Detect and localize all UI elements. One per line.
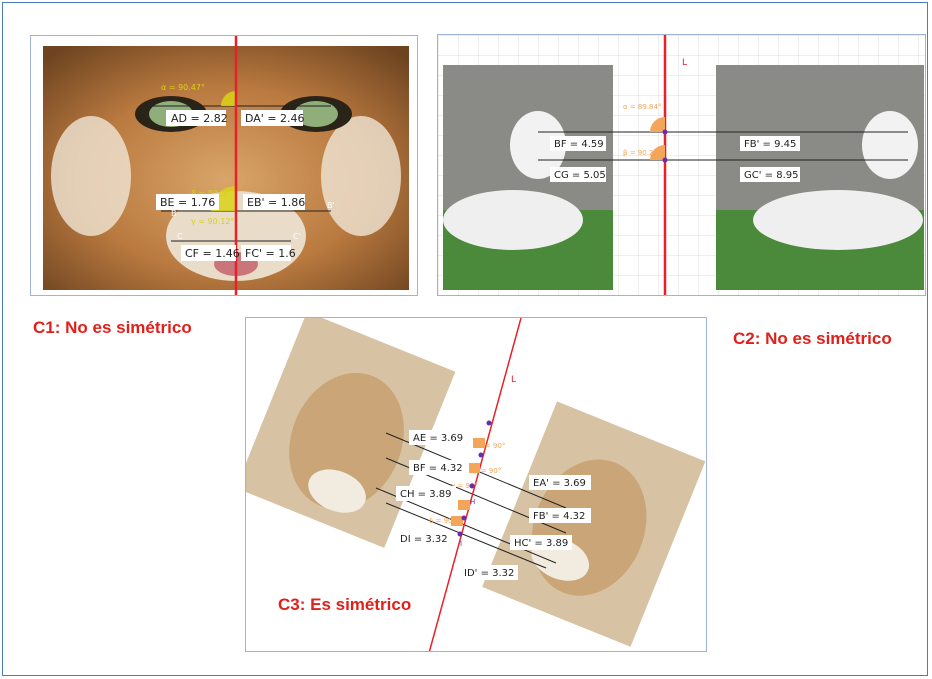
label-bf: BF = 4.32 [413, 463, 463, 474]
label-ae: AE = 3.69 [413, 433, 463, 444]
panel-c3-pumas: L α = 90° β = 90° γ = 90° δ = 90° H I AE… [245, 317, 707, 652]
label-cf: CF = 1.46 [185, 247, 240, 260]
label-ch: CH = 3.89 [400, 489, 452, 500]
angle-1-label: α = 90° [478, 442, 505, 450]
angle-alpha-label: α = 89.84° [623, 103, 661, 111]
tiger-image-right [716, 65, 924, 290]
angle-beta-marker [650, 145, 665, 160]
angle-gamma-label: γ = 90.12° [191, 217, 234, 226]
angle-alpha-marker [650, 117, 665, 132]
label-gc: GC' = 8.95 [744, 170, 798, 181]
label-hc: HC' = 3.89 [514, 538, 568, 549]
symmetry-axis [428, 318, 522, 651]
label-eb: EB' = 1.86 [247, 196, 305, 209]
point-c: C [177, 232, 183, 241]
angle-4-label: δ = 90° [429, 517, 456, 525]
point-b: B [171, 209, 177, 218]
angle-alpha-marker [221, 91, 236, 106]
label-cg: CG = 5.05 [554, 170, 606, 181]
panel-c2-tigers: L α = 89.84° β = 90.25° F G BF = 4.59 CG… [437, 34, 926, 296]
point-bp: B' [327, 201, 335, 210]
puma-reflection-figure: L α = 90° β = 90° γ = 90° δ = 90° H I AE… [246, 318, 706, 651]
puma-image-right [482, 401, 706, 647]
label-ad: AD = 2.82 [171, 112, 228, 125]
angle-3-label: γ = 90° [451, 482, 478, 490]
puma-figure: α = 90.47° β = 90.3° γ = 90.12° AD = 2.8… [43, 36, 409, 295]
label-bf: BF = 4.59 [554, 139, 604, 150]
label-ea: EA' = 3.69 [533, 478, 586, 489]
point-h: H [470, 498, 475, 506]
cheek-left [51, 116, 131, 236]
caption-c3: C3: Es simétrico [278, 595, 412, 614]
label-di: DI = 3.32 [400, 534, 448, 545]
point-g: G [668, 150, 673, 158]
angle-2-label: β = 90° [474, 467, 501, 475]
line-l-label: L [511, 375, 516, 385]
caption-c1: C1: No es simétrico [33, 318, 192, 337]
line-l-label: L [682, 58, 687, 68]
panel-c1-puma: α = 90.47° β = 90.3° γ = 90.12° AD = 2.8… [30, 35, 418, 296]
point-cp: C' [293, 232, 301, 241]
angle-beta-label: β = 90.3° [191, 189, 230, 198]
cheek-right [321, 116, 401, 236]
label-id: ID' = 3.32 [464, 568, 514, 579]
tiger-figure: L α = 89.84° β = 90.25° F G BF = 4.59 CG… [438, 35, 925, 295]
angle-beta-label: β = 90.25° [623, 149, 661, 157]
angle-alpha-label: α = 90.47° [161, 83, 205, 92]
label-fc: FC' = 1.6 [245, 247, 296, 260]
label-be: BE = 1.76 [160, 196, 215, 209]
point-i: I [460, 540, 462, 548]
caption-c2: C2: No es simétrico [733, 329, 892, 348]
label-fb: FB' = 4.32 [533, 511, 585, 522]
label-da: DA' = 2.46 [245, 112, 305, 125]
label-fb: FB' = 9.45 [744, 139, 796, 150]
point-f: F [668, 122, 672, 130]
